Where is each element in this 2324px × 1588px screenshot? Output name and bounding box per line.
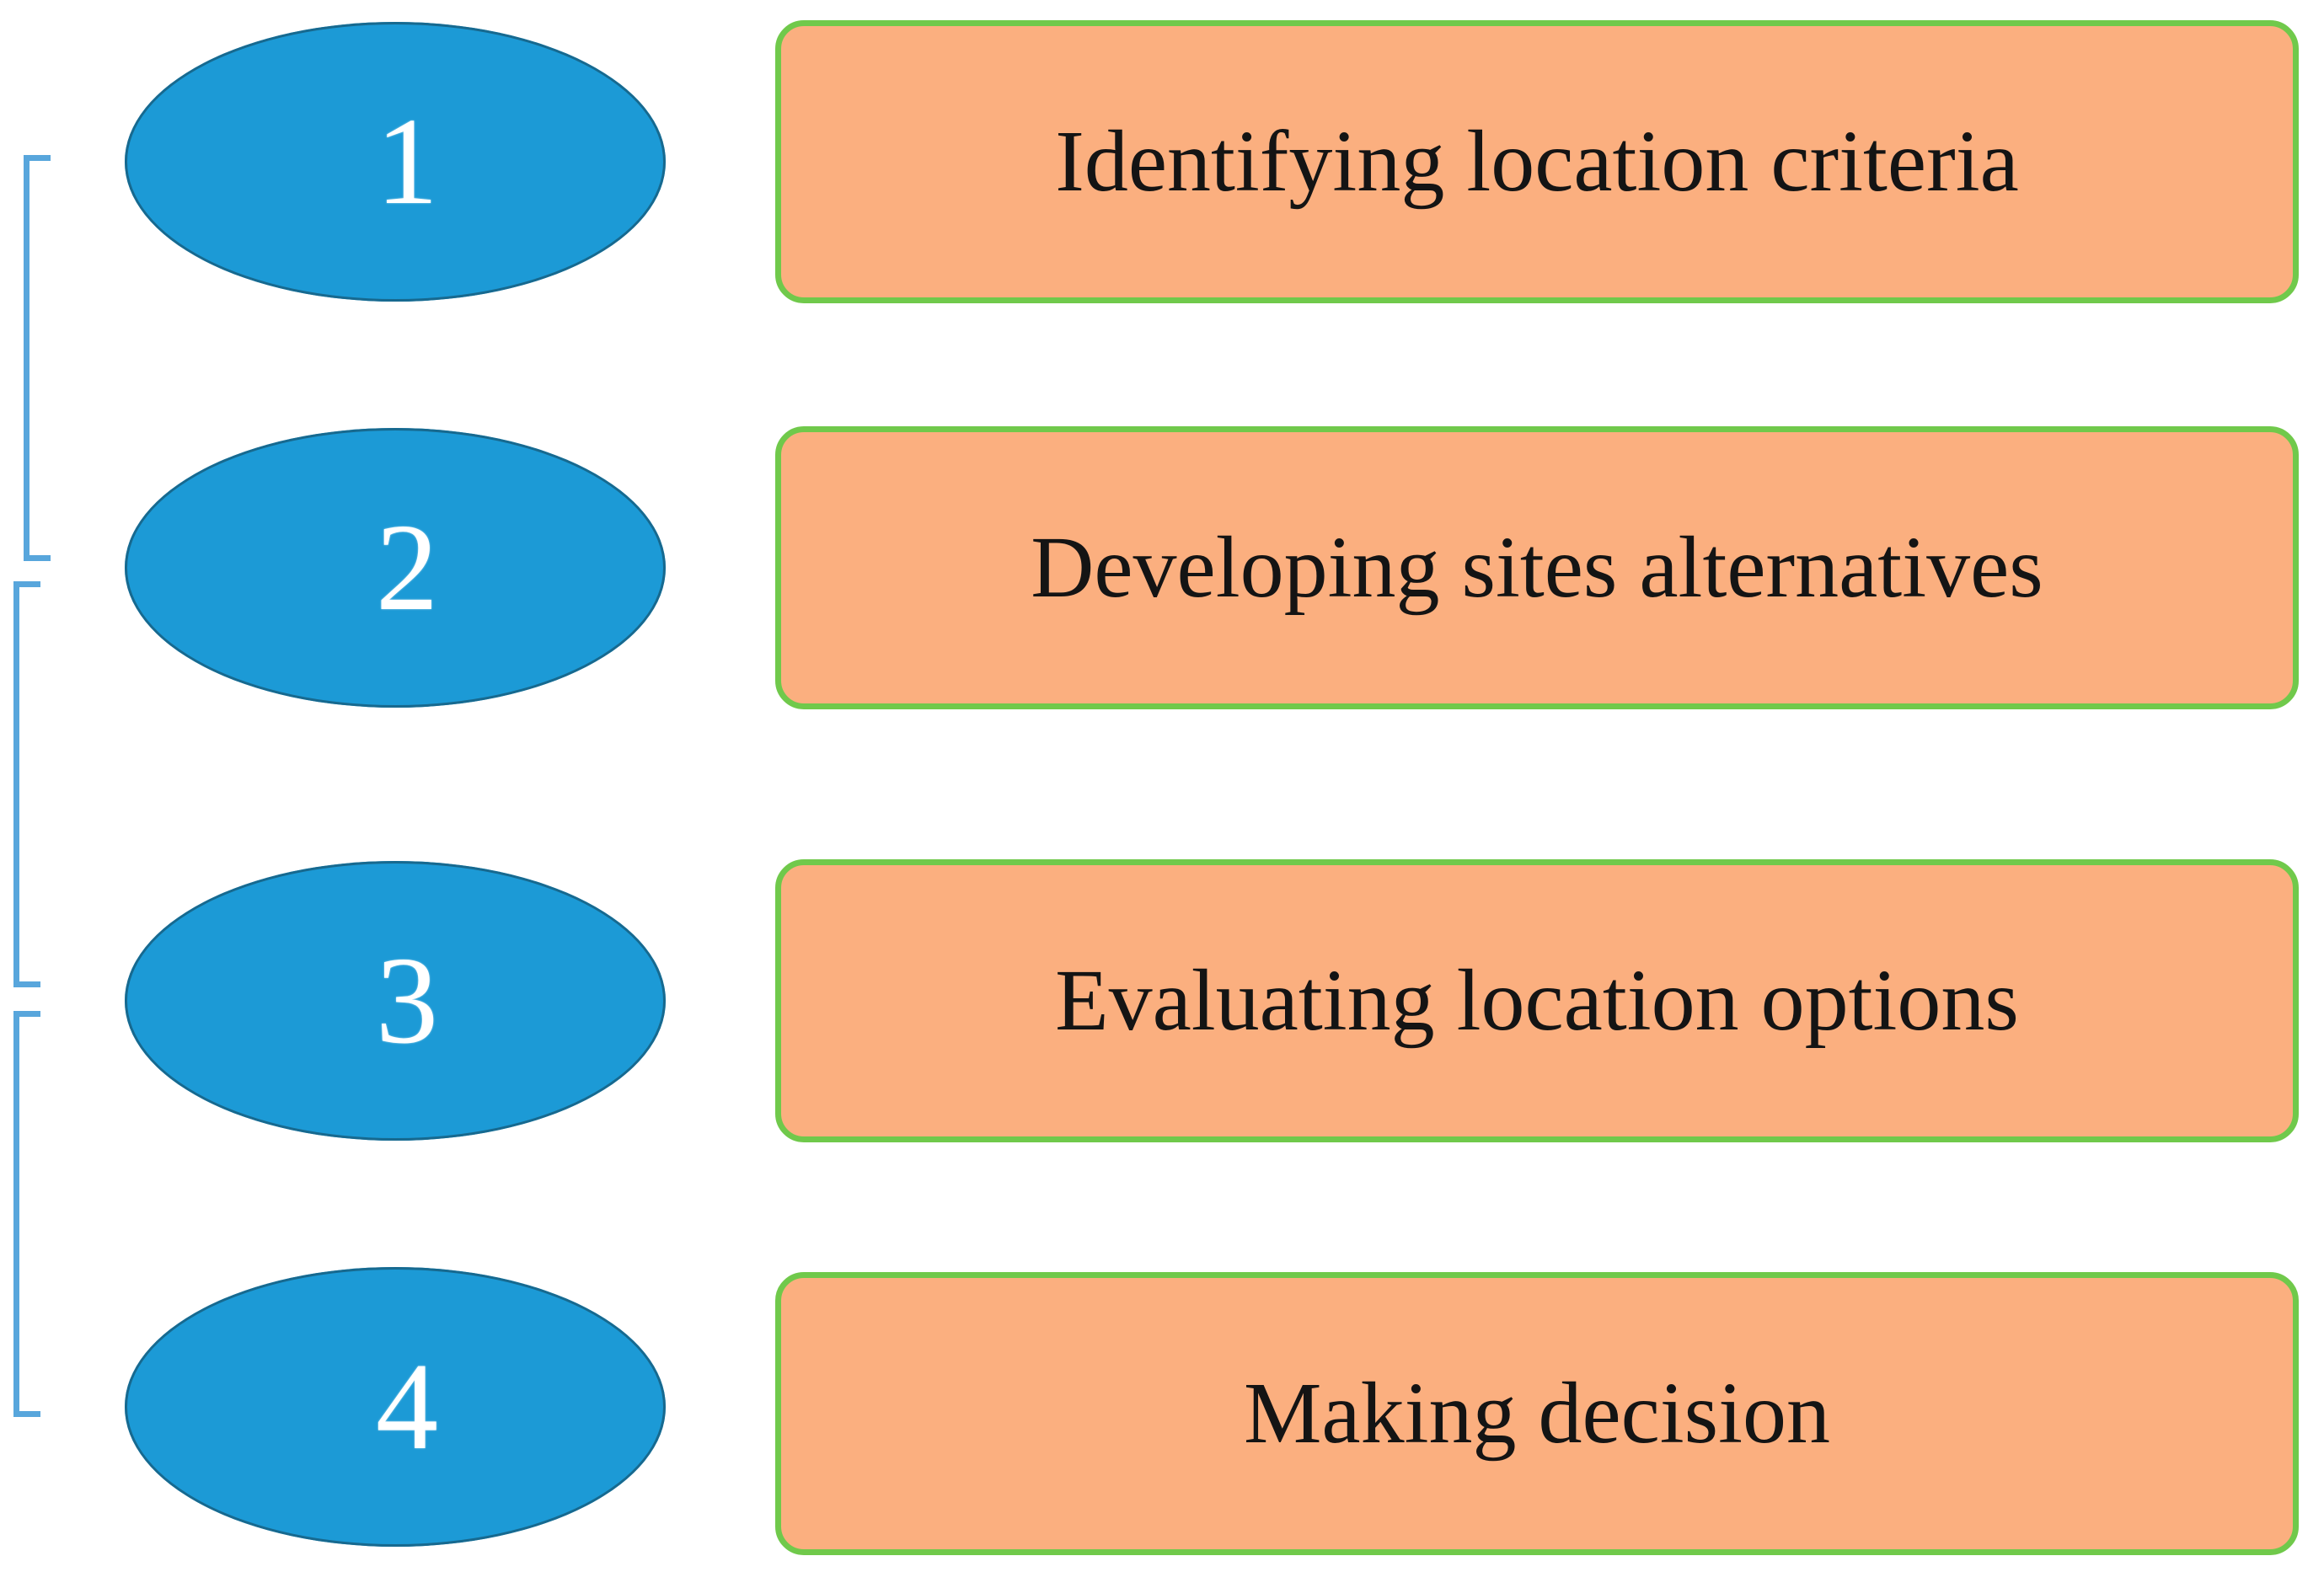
step-box-4[interactable]: Making decision [775, 1272, 2299, 1555]
step-label-3: Evaluating location options [1055, 951, 2019, 1049]
step-number-3: 3 [376, 932, 438, 1070]
step-label-4: Making decision [1243, 1364, 1831, 1462]
step-ellipse-3[interactable]: 3 [125, 861, 666, 1141]
step-label-2: Developing sites alternatives [1031, 518, 2043, 616]
step-ellipse-2[interactable]: 2 [125, 428, 666, 708]
step-number-4: 4 [376, 1338, 438, 1476]
step-box-1[interactable]: Identifying location criteria [775, 20, 2299, 303]
step-ellipse-1[interactable]: 1 [125, 22, 666, 302]
step-ellipse-4[interactable]: 4 [125, 1267, 666, 1547]
bracket-2 [13, 581, 40, 987]
step-number-1: 1 [376, 93, 438, 231]
bracket-3 [13, 1011, 40, 1417]
bracket-1 [24, 155, 51, 561]
step-box-3[interactable]: Evaluating location options [775, 859, 2299, 1142]
step-number-2: 2 [376, 499, 438, 637]
step-box-2[interactable]: Developing sites alternatives [775, 426, 2299, 709]
step-label-1: Identifying location criteria [1055, 112, 2019, 210]
